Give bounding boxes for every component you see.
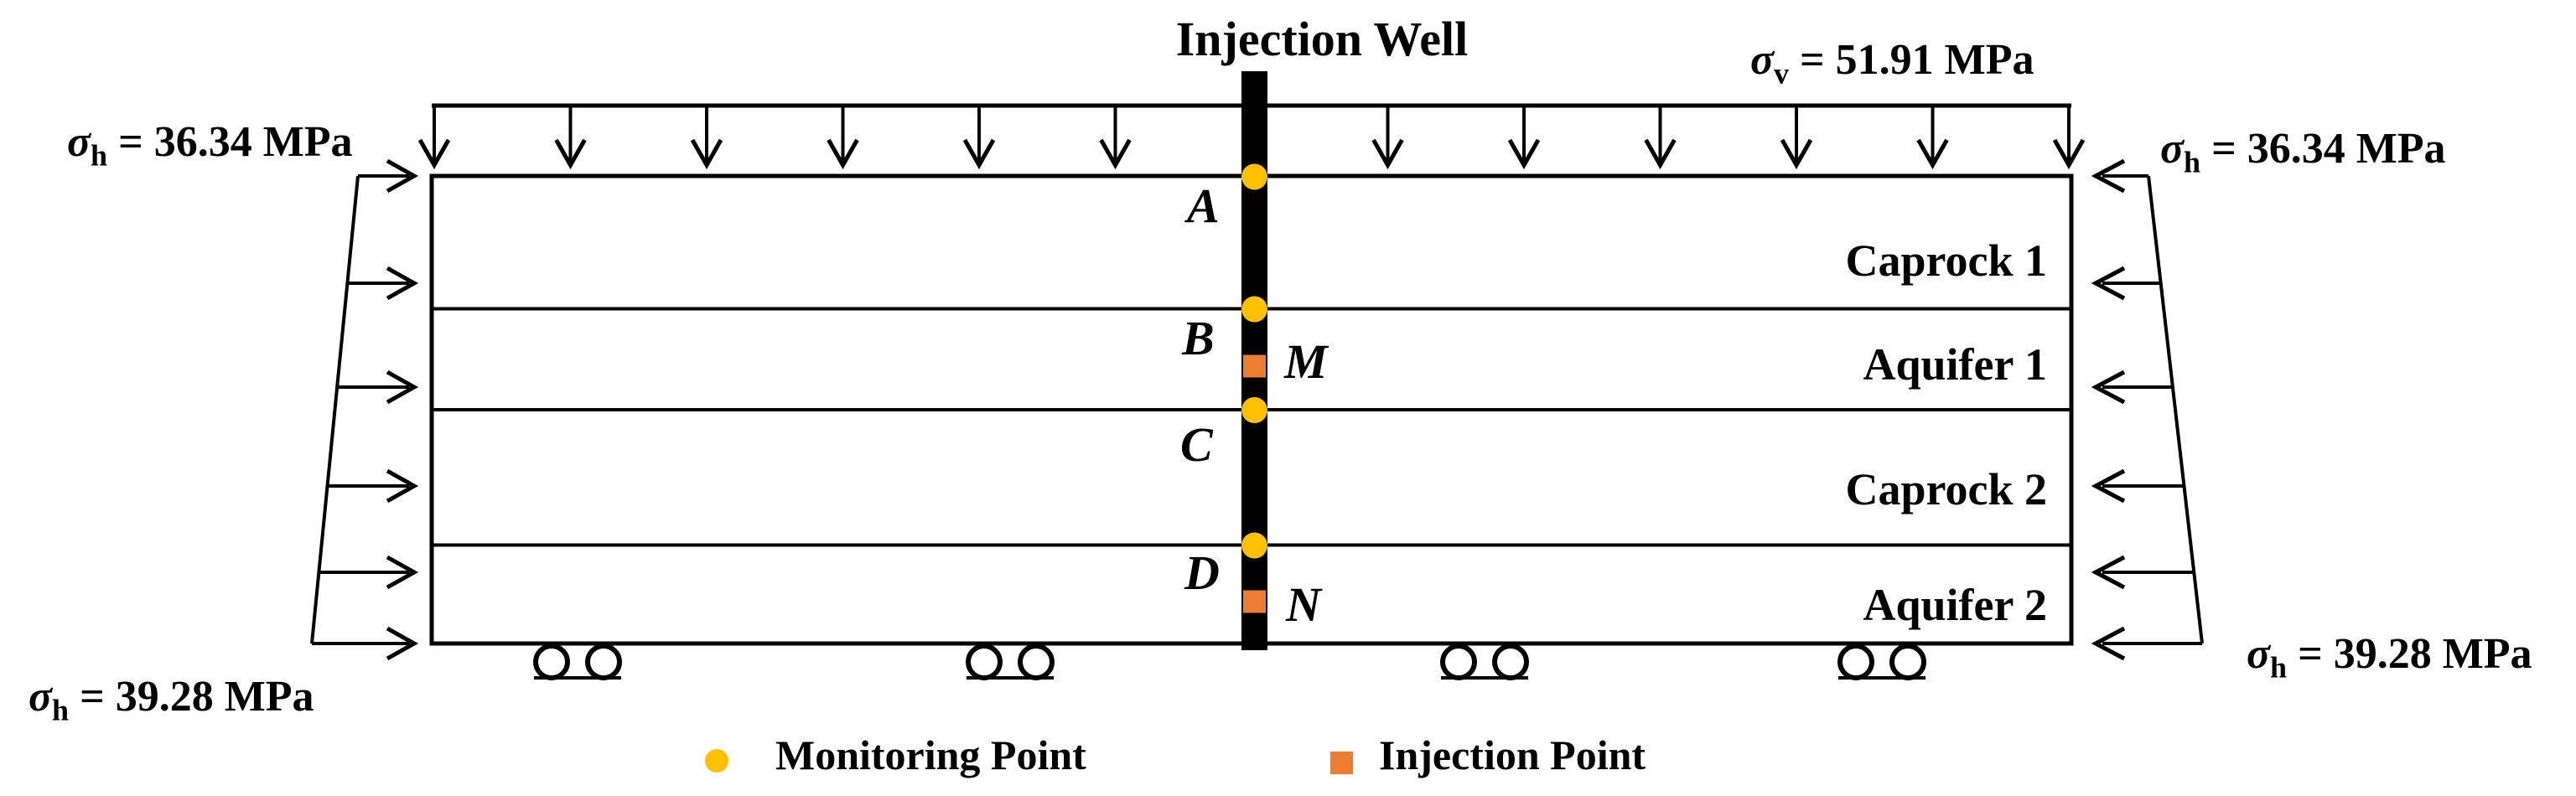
layer-label-aquifer-2: Aquifer 2 (1863, 580, 2047, 630)
sigma-symbol: σ (1750, 36, 1775, 84)
layer-label-caprock-2: Caprock 2 (1845, 464, 2047, 514)
down-arrow-head (554, 138, 587, 170)
down-arrow-head (417, 138, 451, 170)
left-stress-arrow-head (386, 266, 419, 301)
monitoring-point-label-a: A (1187, 178, 1220, 233)
legend-monitoring-swatch (705, 749, 728, 773)
sigma-h-bottom-right-label: σh = 39.28 MPa (2247, 630, 2532, 683)
sigma-value: = 39.28 MPa (2287, 630, 2532, 678)
roller-support (1837, 644, 1926, 680)
monitoring-point-label-c: C (1180, 417, 1213, 472)
down-arrow-head (827, 138, 859, 170)
sigma-v-label: σv = 51.91 MPa (1750, 36, 2034, 89)
legend-injection-label: Injection Point (1379, 731, 1646, 778)
injection-point-N (1243, 590, 1266, 613)
layer-label-aquifer-1: Aquifer 1 (1863, 339, 2047, 390)
down-arrow-head (962, 138, 996, 170)
sigma-value: = 36.34 MPa (107, 118, 353, 166)
sigma-subscript: h (91, 138, 108, 173)
sigma-symbol: σ (2160, 125, 2185, 173)
monitoring-point-C (1241, 397, 1267, 423)
sigma-symbol: σ (67, 118, 91, 166)
right-stress-arrow-head (2091, 468, 2126, 504)
sigma-h-top-left-label: σh = 36.34 MPa (67, 118, 353, 171)
down-arrow-head (1780, 138, 1813, 170)
sigma-symbol: σ (29, 673, 53, 721)
left-stress-arrow-head (386, 158, 419, 194)
right-stress-arrow-head (2091, 158, 2126, 194)
down-arrow-head (1644, 138, 1677, 170)
sigma-symbol: σ (2247, 630, 2271, 678)
injection-point-label-m: M (1284, 334, 1328, 389)
down-arrow-head (690, 138, 723, 170)
right-load-slant-line (2147, 175, 2204, 644)
monitoring-point-A (1241, 163, 1267, 190)
right-stress-arrow-head (2091, 370, 2126, 405)
sigma-subscript: h (52, 693, 70, 727)
sigma-subscript: h (2270, 650, 2288, 685)
roller-support (1440, 644, 1529, 680)
monitoring-point-label-d: D (1184, 545, 1220, 600)
legend-injection-swatch (1330, 752, 1353, 774)
monitoring-point-D (1241, 532, 1267, 559)
right-stress-arrow-head (2091, 555, 2126, 590)
sigma-value: = 51.91 MPa (1789, 36, 2034, 84)
layer-label-caprock-1: Caprock 1 (1845, 235, 2047, 286)
injection-point-M (1243, 354, 1266, 378)
roller-support (533, 644, 622, 680)
right-stress-arrow-head (2091, 266, 2126, 301)
left-stress-arrow-head (386, 468, 419, 504)
sigma-value: = 39.28 MPa (69, 673, 314, 721)
down-arrow-head (2052, 138, 2086, 170)
sigma-h-bottom-left-label: σh = 39.28 MPa (29, 673, 314, 726)
monitoring-point-B (1241, 296, 1267, 323)
down-arrow-head (1371, 138, 1404, 170)
sigma-value: = 36.34 MPa (2200, 125, 2446, 173)
left-load-slant-line (310, 175, 360, 644)
left-stress-arrow-head (386, 370, 419, 405)
legend-monitoring-label: Monitoring Point (775, 731, 1086, 778)
down-arrow-head (1507, 138, 1541, 170)
diagram-title: Injection Well (1175, 12, 1469, 66)
roller-support (966, 644, 1055, 680)
down-arrow-head (1099, 138, 1132, 170)
sigma-subscript: v (1774, 56, 1790, 90)
monitoring-point-label-b: B (1182, 311, 1215, 365)
left-stress-arrow-head (386, 555, 419, 590)
sigma-h-top-right-label: σh = 36.34 MPa (2160, 125, 2446, 178)
right-stress-arrow-head (2091, 626, 2126, 661)
injection-point-label-n: N (1286, 577, 1321, 632)
sigma-subscript: h (2184, 145, 2201, 179)
down-arrow-head (1916, 138, 1949, 170)
left-stress-arrow-head (386, 626, 419, 661)
